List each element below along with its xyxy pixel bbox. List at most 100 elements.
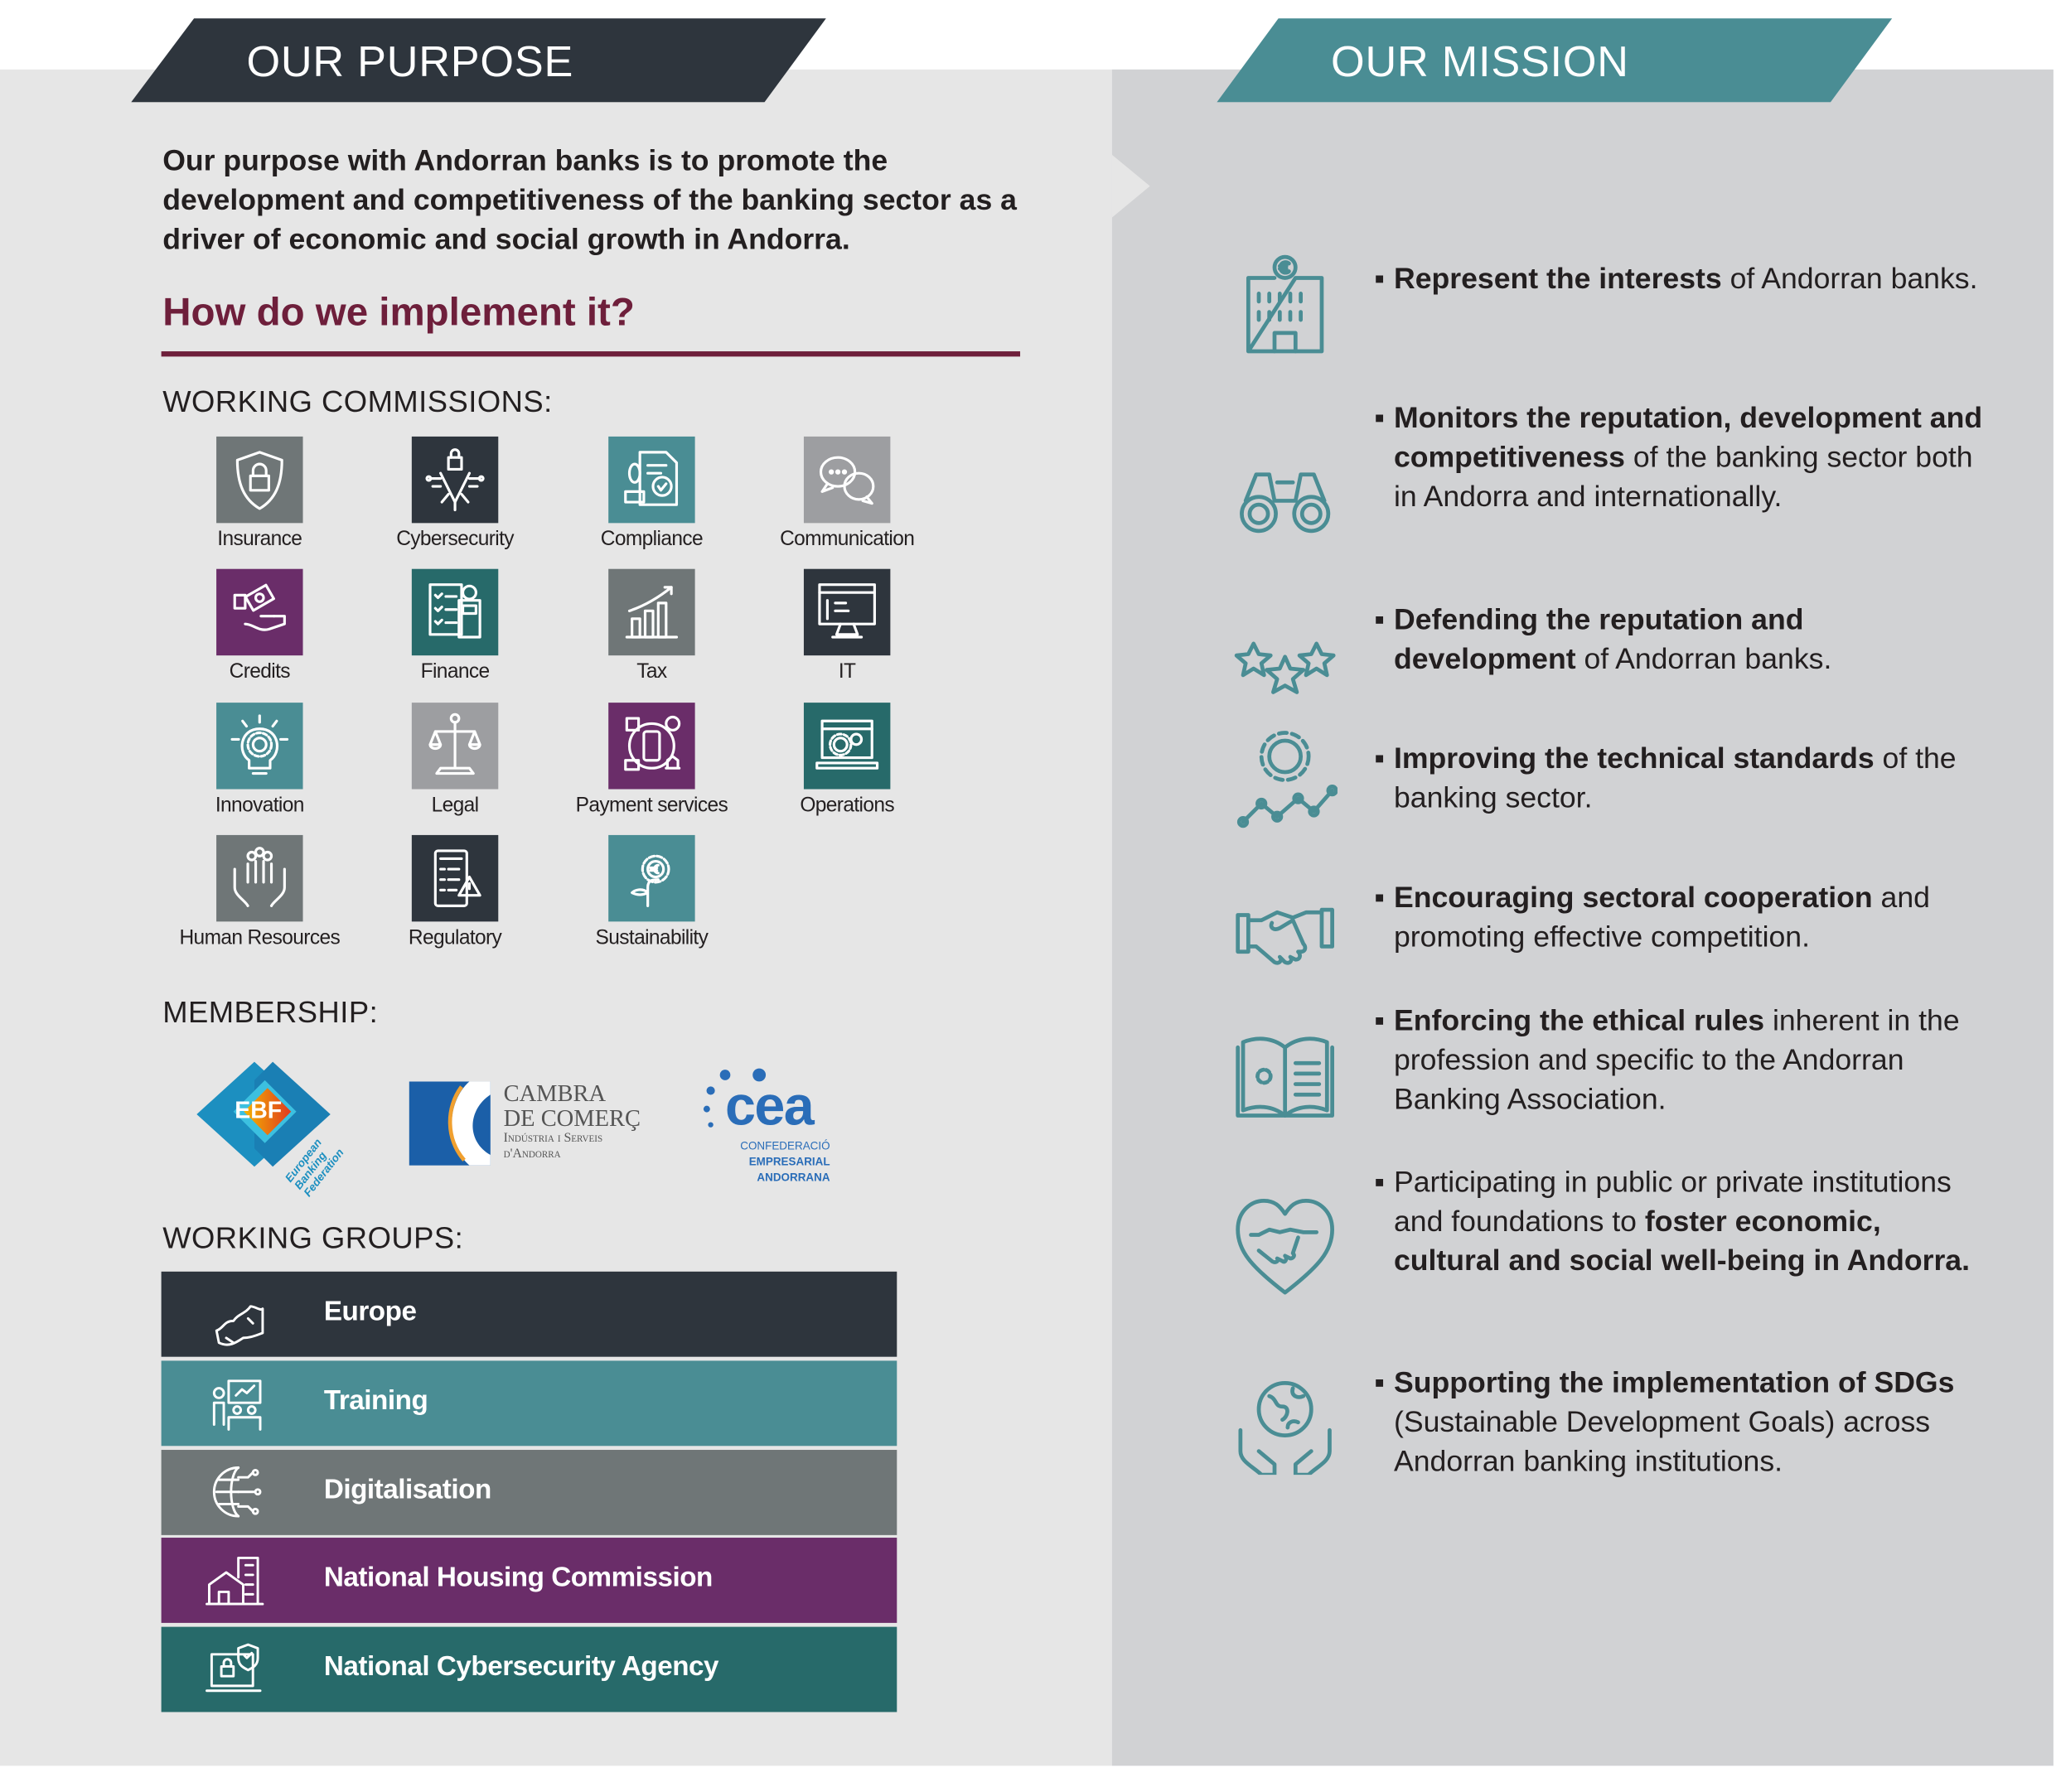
commission-tile[interactable] [803,568,891,656]
commission-tile[interactable] [216,568,303,656]
commission-tile[interactable] [411,568,499,656]
bar-chart-growth-icon [625,586,679,639]
mission-item-detail: of Andorran banks. [1721,262,1978,296]
handshake-icon [1232,881,1338,986]
working-group-item[interactable]: Europe [161,1271,897,1357]
heading-divider [161,351,1021,357]
stamp-document-icon [624,451,679,506]
hands-people-icon [233,847,286,907]
cea-abbr: cea [725,1075,815,1137]
mission-item-text: ▪Encouraging sectoral cooperation and pr… [1374,878,1991,957]
mobile-payment-icon [624,715,681,771]
panel-arrow-notch [1111,154,1150,218]
shield-lock-icon [235,451,283,510]
mission-item-emphasis: Enforcing the ethical rules [1393,1004,1765,1037]
groups-heading: WORKING GROUPS: [162,1220,464,1255]
scales-icon [428,712,481,775]
secure-laptop-icon [206,1643,262,1693]
commission-label: IT [838,660,856,683]
cambra-text: CAMBRA DE COMERÇ Indústria i Serveis d'A… [504,1081,641,1162]
working-group-item[interactable]: Digitalisation [161,1450,897,1535]
cambra-line: DE COMERÇ [503,1104,641,1132]
mission-item-emphasis: Defending the reputation and development [1393,602,1804,675]
working-group-label: National Housing Commission [323,1563,714,1593]
mission-item-emphasis: Improving the technical standards [1393,741,1875,775]
commission-tile[interactable] [608,834,695,922]
bullet-icon: ▪ [1374,401,1385,434]
commission-label: Insurance [217,528,302,551]
working-group-item[interactable]: Training [161,1360,897,1447]
checklist-calculator-icon [428,583,481,639]
working-group-label: Digitalisation [323,1475,491,1505]
mission-item-emphasis: Encouraging sectoral cooperation [1393,881,1873,914]
digital-globe-icon [212,1466,262,1518]
commission-label: Cybersecurity [396,528,514,551]
bullet-icon: ▪ [1374,741,1385,775]
cambra-line: d'Andorra [503,1147,561,1162]
cea-logo: cea CONFEDERACIÓ EMPRESARIAL ANDORRANA [702,1065,846,1189]
commission-label: Finance [420,660,490,683]
commission-label: Innovation [215,794,304,817]
open-book-icon [1232,1016,1338,1121]
working-group-item[interactable]: National Cybersecurity Agency [161,1626,897,1712]
mission-item-text: ▪Participating in public or private inst… [1374,1163,1991,1281]
commission-tile[interactable] [216,834,303,922]
working-group-label: Training [323,1385,428,1416]
commission-tile[interactable] [216,436,303,524]
laptop-gears-icon [815,719,879,770]
mission-item-emphasis: Supporting the implementation of SDGs [1393,1365,1955,1399]
computer-binary-icon [818,583,876,639]
mission-item-text: ▪Represent the interests of Andorran ban… [1374,259,1991,298]
commission-tile[interactable] [608,703,695,790]
mission-item-detail: of the banking sector both in Andorra an… [1393,440,1973,513]
lightbulb-gear-icon [230,714,289,775]
mission-item-detail: of Andorran banks. [1575,642,1832,675]
commission-tile[interactable] [803,436,891,524]
commission-tile[interactable] [608,436,695,524]
purpose-statement: Our purpose with Andorran banks is to pr… [162,144,1017,256]
mission-item-detail: (Sustainable Development Goals) across A… [1393,1405,1931,1478]
commission-tile[interactable] [411,834,499,922]
lock-circuit-icon [425,448,485,512]
commission-tile[interactable] [803,703,891,790]
chat-bubbles-icon [819,456,875,505]
mission-item-text: ▪Supporting the implementation of SDGs (… [1374,1364,1991,1481]
bank-building-euro-icon [1232,249,1338,355]
training-presentation-icon [212,1379,262,1431]
clipboard-warning-icon [433,849,481,907]
house-building-icon [206,1556,264,1606]
bullet-icon: ▪ [1374,1365,1385,1399]
hand-money-icon [233,583,286,631]
commission-tile[interactable] [608,568,695,656]
mission-item-text: ▪Defending the reputation and developmen… [1374,601,1991,679]
binoculars-icon [1232,443,1338,548]
cea-line: CONFEDERACIÓ [740,1139,830,1152]
mission-item-emphasis: Represent the interests [1393,262,1722,296]
purpose-header-band: OUR PURPOSE [131,18,826,103]
bullet-icon: ▪ [1374,262,1385,296]
purpose-title: OUR PURPOSE [246,36,574,85]
europe-map-icon [215,1305,264,1346]
bullet-icon: ▪ [1374,881,1385,914]
commission-label: Operations [800,794,894,817]
globe-hands-icon [1232,1370,1338,1477]
commission-label: Payment services [575,794,728,817]
commission-tile[interactable] [216,703,303,790]
cambra-line: Indústria i Serveis [503,1131,603,1146]
commission-tile[interactable] [411,436,499,524]
mission-item-detail: Participating in public or private insti… [1393,1165,1952,1238]
commission-label: Legal [431,794,479,817]
commission-label: Human Resources [179,926,341,949]
commission-label: Tax [636,660,667,683]
ebf-abbr: EBF [235,1097,283,1124]
plant-euro-gear-icon [631,854,670,907]
working-group-item[interactable]: National Housing Commission [161,1538,897,1623]
bullet-icon: ▪ [1374,1004,1385,1037]
heart-handshake-icon [1232,1193,1338,1298]
commission-label: Regulatory [408,926,502,949]
bullet-icon: ▪ [1374,602,1385,636]
commission-tile[interactable] [411,703,499,790]
mission-item-detail: and promoting effective competition. [1393,881,1930,954]
implement-heading: How do we implement it? [162,291,635,335]
